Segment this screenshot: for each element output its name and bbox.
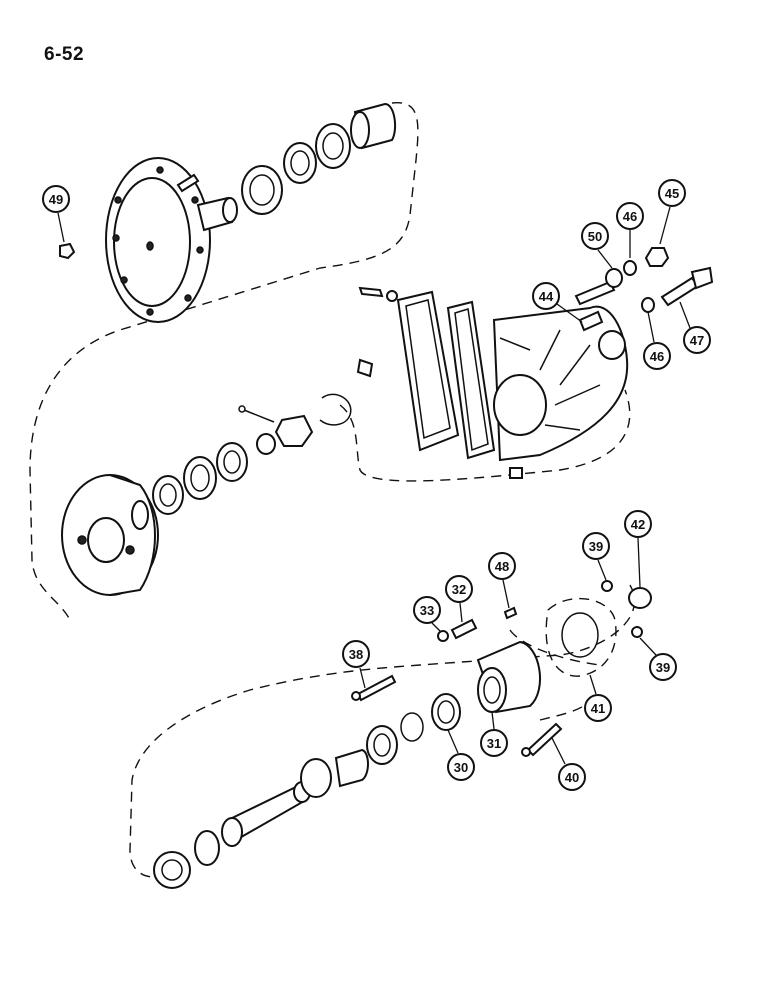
callout-31: 31 bbox=[480, 711, 508, 757]
nut-49 bbox=[59, 242, 76, 260]
snap-ring bbox=[319, 393, 352, 426]
nut-39-bottom bbox=[631, 626, 643, 638]
svg-text:31: 31 bbox=[487, 736, 501, 751]
callout-30: 30 bbox=[447, 729, 475, 781]
housing-plug bbox=[598, 330, 626, 360]
svg-text:48: 48 bbox=[495, 559, 509, 574]
bearing-cup-upper bbox=[350, 102, 397, 150]
svg-text:45: 45 bbox=[665, 186, 679, 201]
callout-47: 47 bbox=[679, 301, 711, 354]
callout-48: 48 bbox=[488, 552, 516, 609]
bearing-cup-middle bbox=[183, 456, 217, 500]
page-number: 6-52 bbox=[44, 44, 85, 65]
housing-bolt-top bbox=[358, 286, 384, 298]
bolt-40 bbox=[521, 722, 563, 757]
pinion-shaft bbox=[221, 781, 311, 847]
carrier-housing-31 bbox=[476, 640, 542, 714]
svg-text:46: 46 bbox=[650, 349, 664, 364]
spacer-50 bbox=[574, 268, 623, 306]
assembly-path-bolt bbox=[539, 704, 586, 721]
bolt-32 bbox=[450, 618, 478, 640]
callout-38: 38 bbox=[342, 640, 370, 689]
svg-text:39: 39 bbox=[656, 660, 670, 675]
hub-flange-upper bbox=[105, 157, 211, 323]
callout-39-top: 39 bbox=[582, 532, 610, 581]
o-ring bbox=[400, 712, 424, 742]
bolt-47 bbox=[660, 266, 714, 307]
svg-text:49: 49 bbox=[49, 192, 63, 207]
final-drive-housing bbox=[492, 305, 629, 462]
callout-45: 45 bbox=[658, 179, 686, 245]
svg-text:41: 41 bbox=[591, 701, 605, 716]
nut-39-top bbox=[601, 580, 613, 592]
drain-plug bbox=[509, 467, 523, 479]
svg-text:32: 32 bbox=[452, 582, 466, 597]
assembly-path-pin bbox=[509, 629, 601, 666]
washer-middle bbox=[256, 433, 276, 455]
callout-42: 42 bbox=[624, 510, 652, 588]
bolt-38 bbox=[351, 674, 397, 702]
svg-text:42: 42 bbox=[631, 517, 645, 532]
gasket-right bbox=[446, 300, 496, 460]
callout-40: 40 bbox=[551, 737, 586, 791]
bearing-cone-upper-2 bbox=[315, 123, 351, 169]
fitting-44 bbox=[578, 310, 604, 332]
assembly-path-lower bbox=[129, 584, 636, 878]
cover-plate-41 bbox=[545, 597, 617, 677]
bearing-cone-lower bbox=[300, 758, 332, 798]
assembly-path-upper bbox=[29, 102, 419, 621]
bearing-cone-lower-2 bbox=[366, 725, 398, 765]
svg-text:46: 46 bbox=[623, 209, 637, 224]
seal-lower bbox=[153, 851, 191, 889]
svg-text:33: 33 bbox=[420, 603, 434, 618]
dowel-pin-48 bbox=[503, 606, 518, 620]
callout-49: 49 bbox=[42, 185, 70, 243]
seal-middle bbox=[152, 475, 184, 515]
svg-text:39: 39 bbox=[589, 539, 603, 554]
seal-42 bbox=[628, 587, 652, 609]
washer-46-bottom bbox=[641, 297, 655, 313]
stud-bolt bbox=[176, 173, 200, 193]
bearing-cone-middle bbox=[216, 442, 248, 482]
hub-stud bbox=[196, 196, 238, 232]
gear-ring bbox=[131, 500, 149, 530]
callout-50: 50 bbox=[581, 222, 613, 269]
svg-text:50: 50 bbox=[588, 229, 602, 244]
seal-upper bbox=[241, 165, 283, 215]
svg-text:30: 30 bbox=[454, 760, 468, 775]
callout-32: 32 bbox=[445, 575, 473, 623]
callout-46-top: 46 bbox=[616, 202, 644, 258]
callout-39-bottom: 39 bbox=[639, 637, 677, 681]
gasket-30 bbox=[431, 693, 461, 731]
callout-44: 44 bbox=[532, 282, 583, 323]
svg-text:47: 47 bbox=[690, 333, 704, 348]
svg-text:38: 38 bbox=[349, 647, 363, 662]
gasket-left bbox=[396, 290, 460, 452]
washer-33 bbox=[437, 630, 449, 642]
svg-text:44: 44 bbox=[539, 289, 554, 304]
bearing-lower bbox=[194, 830, 220, 866]
bearing-cup-lower bbox=[334, 748, 369, 788]
callout-41: 41 bbox=[584, 674, 612, 722]
callout-46-bottom: 46 bbox=[643, 311, 671, 370]
washer-46-top bbox=[623, 260, 637, 276]
bearing-cone-upper bbox=[283, 142, 317, 184]
drive-drum bbox=[61, 474, 159, 596]
breather-plug bbox=[356, 358, 374, 378]
svg-text:40: 40 bbox=[565, 770, 579, 785]
cotter-pin bbox=[238, 405, 275, 423]
assembly-path-middle bbox=[339, 389, 631, 482]
castle-nut bbox=[274, 414, 314, 447]
nut-45 bbox=[644, 247, 670, 267]
housing-washer-top bbox=[386, 290, 398, 302]
callout-33: 33 bbox=[413, 596, 442, 633]
